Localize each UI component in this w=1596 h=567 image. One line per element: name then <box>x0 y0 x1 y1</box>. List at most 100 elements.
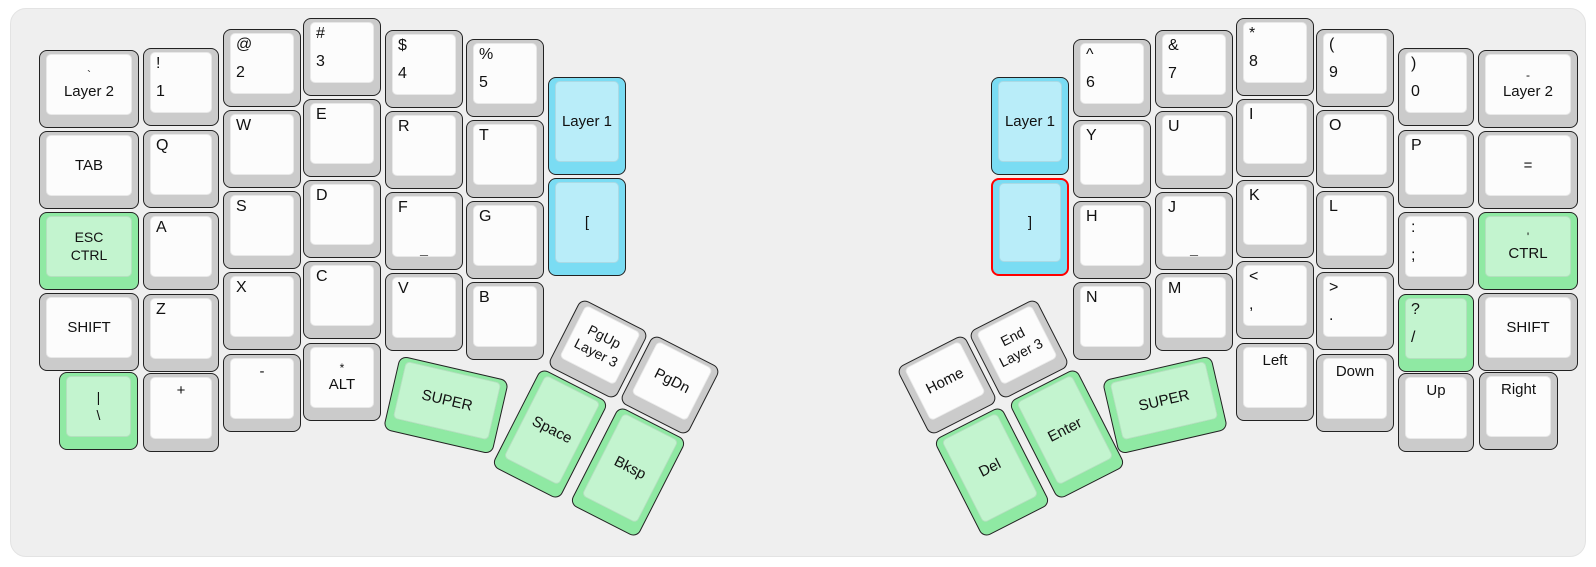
key-layer-1-right[interactable]: Layer 1 <box>991 77 1069 175</box>
key-asterisk-8[interactable]: *8 <box>1236 18 1314 96</box>
key-minus-layer-2[interactable]: -Layer 2 <box>1478 50 1578 128</box>
keycap-surface: $4 <box>392 34 456 95</box>
key-right-arrow[interactable]: Right <box>1479 372 1558 450</box>
key-label: . <box>1329 306 1334 324</box>
key-q[interactable]: Q <box>143 130 219 208</box>
key-paren-9[interactable]: (9 <box>1316 29 1394 107</box>
keycap-surface: 'CTRL <box>1485 216 1571 277</box>
keycap-surface: Right <box>1486 376 1551 437</box>
key-layer-2-left[interactable]: `Layer 2 <box>39 50 139 128</box>
key-exclam-1[interactable]: !1 <box>143 48 219 126</box>
key-l[interactable]: L <box>1316 191 1394 269</box>
key-c[interactable]: C <box>303 261 381 339</box>
keycap-surface: `Layer 2 <box>46 54 132 115</box>
key-label: C <box>316 268 328 285</box>
key-x[interactable]: X <box>223 272 301 350</box>
key-left-bracket[interactable]: [ <box>548 178 626 276</box>
key-j[interactable]: J_ <box>1155 192 1233 270</box>
key-asterisk-alt[interactable]: *ALT <box>303 343 381 421</box>
key-d[interactable]: D <box>303 180 381 258</box>
keycap-surface: T <box>473 124 537 185</box>
keycap-surface: U <box>1162 115 1226 176</box>
key-minus[interactable]: - <box>223 354 301 432</box>
key-b[interactable]: B <box>466 282 544 360</box>
key-r[interactable]: R <box>385 111 463 189</box>
key-m[interactable]: M <box>1155 273 1233 351</box>
key-colon-semicolon[interactable]: :; <box>1398 212 1474 290</box>
key-e[interactable]: E <box>303 99 381 177</box>
key-percent-5[interactable]: %5 <box>466 39 544 117</box>
key-a[interactable]: A <box>143 212 219 290</box>
keycap-surface: Up <box>1405 377 1467 439</box>
key-label: P <box>1411 137 1422 154</box>
key-o[interactable]: O <box>1316 110 1394 188</box>
key-plus[interactable]: + <box>143 373 219 452</box>
key-u[interactable]: U <box>1155 111 1233 189</box>
key-t[interactable]: T <box>466 120 544 198</box>
key-label: + <box>176 382 186 399</box>
key-w[interactable]: W <box>223 110 301 188</box>
key-label: SHIFT <box>67 318 111 336</box>
key-label: Down <box>1335 363 1375 380</box>
key-n[interactable]: N <box>1073 282 1151 360</box>
key-f[interactable]: F_ <box>385 192 463 270</box>
key-caret-6[interactable]: ^6 <box>1073 39 1151 117</box>
key-ampersand-7[interactable]: &7 <box>1155 30 1233 108</box>
keycap-surface: + <box>150 377 212 439</box>
key-k[interactable]: K <box>1236 180 1314 258</box>
key-label: V <box>398 280 409 297</box>
key-label: Left <box>1262 352 1288 369</box>
keycap-surface: Y <box>1080 124 1144 185</box>
key-right-bracket[interactable]: ] <box>991 178 1069 276</box>
key-label: / <box>1411 328 1416 346</box>
key-label: 2 <box>236 63 245 81</box>
key-hash-3[interactable]: #3 <box>303 18 381 96</box>
keycap-surface: B <box>473 286 537 347</box>
key-i[interactable]: I <box>1236 99 1314 177</box>
keycap-surface: [ <box>555 182 619 263</box>
key-label: * <box>1249 25 1256 42</box>
key-layer-1-left[interactable]: Layer 1 <box>548 77 626 175</box>
key-label: 3 <box>316 52 325 70</box>
key-v[interactable]: V <box>385 273 463 351</box>
key-label: Layer 2 <box>63 83 115 101</box>
key-h[interactable]: H <box>1073 201 1151 279</box>
key-g[interactable]: G <box>466 201 544 279</box>
keycap-surface: X <box>230 276 294 337</box>
keycap-surface: Layer 1 <box>555 81 619 162</box>
keycap-surface: Z <box>150 298 212 359</box>
key-label: M <box>1168 280 1182 297</box>
key-shift-left[interactable]: SHIFT <box>39 293 139 371</box>
keycap-surface: Left <box>1243 347 1307 408</box>
key-equals[interactable]: = <box>1478 131 1578 209</box>
key-label: * <box>339 360 345 375</box>
keycap-surface: R <box>392 115 456 176</box>
key-label: TAB <box>74 156 104 174</box>
key-s[interactable]: S <box>223 191 301 269</box>
key-y[interactable]: Y <box>1073 120 1151 198</box>
key-question-slash[interactable]: ?/ <box>1398 294 1474 372</box>
key-shift-right[interactable]: SHIFT <box>1478 293 1578 371</box>
key-label: : <box>1411 219 1416 236</box>
key-z[interactable]: Z <box>143 294 219 372</box>
key-tab[interactable]: TAB <box>39 131 139 209</box>
keycap-surface: G <box>473 205 537 266</box>
keycap-surface: (9 <box>1323 33 1387 94</box>
key-label: SHIFT <box>1506 318 1550 336</box>
key-less-comma[interactable]: <, <box>1236 261 1314 339</box>
key-left-arrow[interactable]: Left <box>1236 343 1314 421</box>
key-label: [ <box>584 213 590 231</box>
key-down-arrow[interactable]: Down <box>1316 354 1394 432</box>
key-pipe-backslash[interactable]: |\ <box>59 372 138 450</box>
key-dollar-4[interactable]: $4 <box>385 30 463 108</box>
key-at-2[interactable]: @2 <box>223 29 301 107</box>
key-label: - <box>259 363 265 380</box>
key-paren-0[interactable]: )0 <box>1398 48 1474 126</box>
key-greater-period[interactable]: >. <box>1316 272 1394 350</box>
key-quote-ctrl[interactable]: 'CTRL <box>1478 212 1578 290</box>
keycap-surface: <, <box>1243 265 1307 326</box>
key-p[interactable]: P <box>1398 130 1474 208</box>
key-up-arrow[interactable]: Up <box>1398 373 1474 452</box>
